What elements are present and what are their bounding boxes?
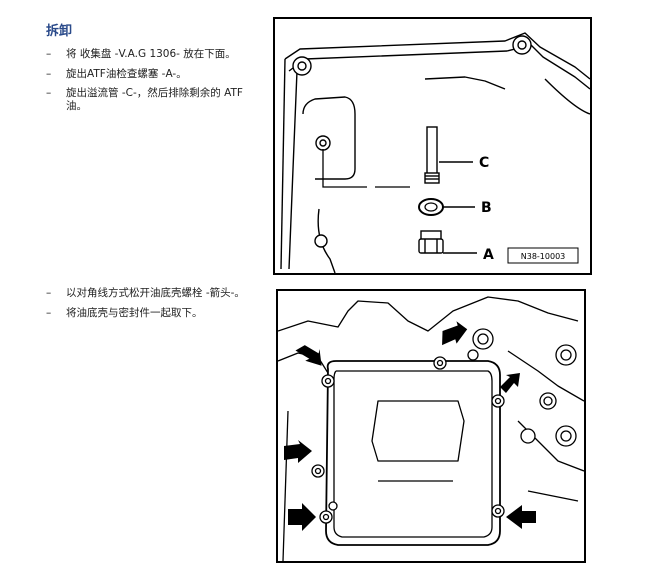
drain-plug-figure: C B A N38-10003 bbox=[273, 17, 592, 275]
callout-b-label: B bbox=[481, 200, 492, 216]
step-item: – 旋出溢流管 -C-，然后排除剩余的 ATF 油。 bbox=[46, 87, 261, 112]
step-bullet: – bbox=[46, 287, 52, 299]
step-bullet: – bbox=[46, 87, 52, 99]
removal-steps-list: – 将 收集盘 -V.A.G 1306- 放在下面。 – 旋出ATF油检查螺塞 … bbox=[46, 48, 261, 119]
oil-pan-figure bbox=[276, 289, 586, 563]
callout-c-label: C bbox=[479, 155, 489, 171]
step-text: 将油底壳与密封件一起取下。 bbox=[66, 306, 203, 319]
step-item: – 以对角线方式松开油底壳螺栓 -箭头-。 bbox=[46, 287, 261, 300]
step-text: 以对角线方式松开油底壳螺栓 -箭头-。 bbox=[66, 287, 245, 299]
step-item: – 旋出ATF油检查螺塞 -A-。 bbox=[46, 68, 261, 81]
step-text: 旋出ATF油检查螺塞 -A-。 bbox=[66, 67, 187, 80]
step-bullet: – bbox=[46, 48, 52, 60]
section-title: 拆卸 bbox=[46, 24, 73, 39]
step-item: – 将 收集盘 -V.A.G 1306- 放在下面。 bbox=[46, 48, 261, 61]
step-text: 将 收集盘 -V.A.G 1306- 放在下面。 bbox=[66, 48, 236, 60]
pan-removal-steps-list: – 以对角线方式松开油底壳螺栓 -箭头-。 – 将油底壳与密封件一起取下。 bbox=[46, 287, 261, 326]
callout-a-label: A bbox=[483, 247, 494, 263]
step-bullet: – bbox=[46, 67, 52, 80]
step-text: 旋出溢流管 -C-，然后排除剩余的 ATF 油。 bbox=[66, 87, 243, 112]
drain-plug-illustration: C B A N38-10003 bbox=[280, 32, 590, 273]
step-bullet: – bbox=[46, 306, 52, 319]
figure-id-label: N38-10003 bbox=[521, 252, 566, 261]
oil-pan-illustration bbox=[278, 296, 584, 561]
step-item: – 将油底壳与密封件一起取下。 bbox=[46, 307, 261, 320]
